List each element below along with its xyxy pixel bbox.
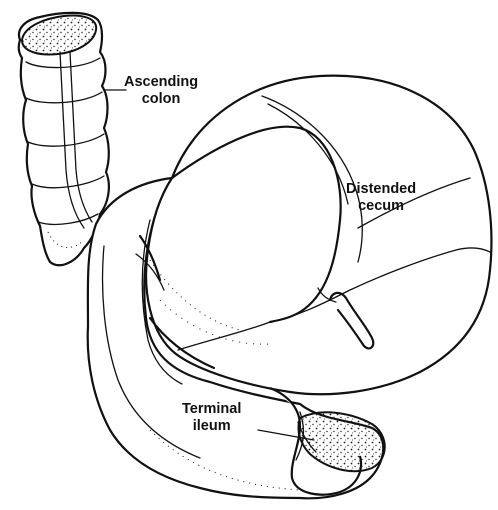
distended-cecum-label-line-1: Distended	[346, 181, 416, 198]
distended-cecum	[146, 76, 491, 395]
distended-cecum-label: Distended cecum	[346, 181, 416, 215]
terminal-ileum-label: Terminal ileum	[182, 401, 241, 435]
terminal-ileum-label-line-2: ileum	[182, 418, 241, 435]
ascending-colon-label: Ascending colon	[124, 74, 198, 108]
ascending-colon-label-line-1: Ascending	[124, 74, 198, 91]
distended-cecum-label-line-2: cecum	[346, 198, 416, 215]
ascending-colon-label-line-2: colon	[124, 91, 198, 108]
terminal-ileum-label-line-1: Terminal	[182, 401, 241, 418]
